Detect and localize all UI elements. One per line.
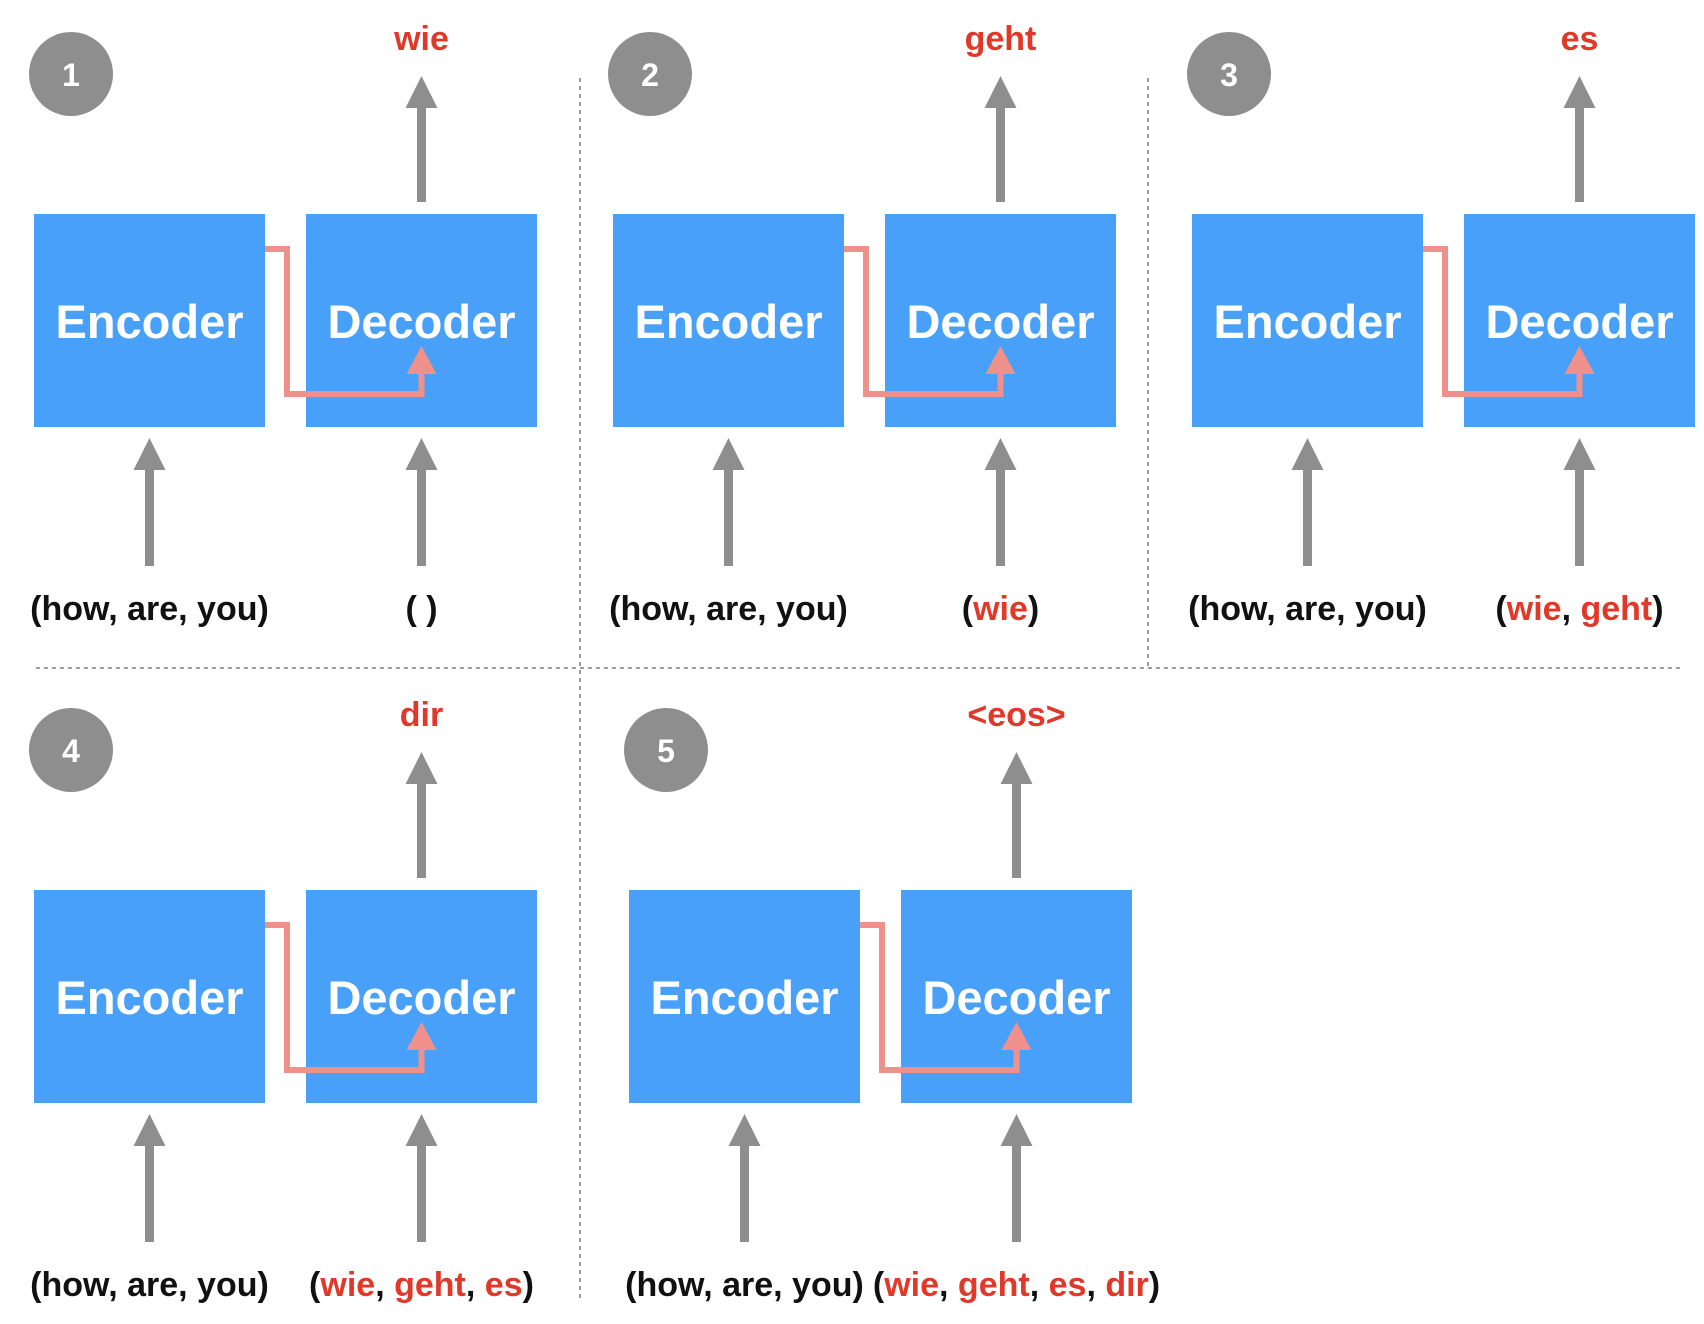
decoder-label: Decoder (327, 295, 515, 348)
output-arrow (405, 76, 438, 202)
open-paren: ( (405, 590, 417, 628)
output-token: dir (400, 696, 443, 734)
output-token: wie (393, 20, 449, 58)
encoder-input-sequence: (how, are, you) (1188, 590, 1427, 628)
decoder-input-sequence: (wie, geht) (1495, 590, 1663, 628)
decoder-input-arrow (1000, 1114, 1033, 1242)
output-arrow (405, 752, 438, 878)
decoder-input-token: geht (958, 1266, 1030, 1304)
encoder-input-sequence: (how, are, you) (625, 1266, 864, 1304)
decoder-input-sequence: (wie, geht, es, dir) (873, 1266, 1160, 1304)
decoder-input-sequence: ( ) (405, 590, 437, 628)
encoder-label: Encoder (634, 295, 822, 348)
output-arrow (984, 76, 1017, 202)
encoder-label: Encoder (55, 971, 243, 1024)
encoder-box: Encoder (629, 890, 860, 1103)
encoder-box: Encoder (34, 890, 265, 1103)
decoder-input-arrow (405, 438, 438, 566)
step-number: 3 (1220, 57, 1238, 93)
context-arrow (860, 922, 1032, 1073)
close-paren: ) (1149, 1266, 1160, 1304)
decoder-label: Decoder (922, 971, 1110, 1024)
encoder-box: Encoder (613, 214, 844, 427)
open-paren: ( (1495, 590, 1507, 628)
decoder-label: Decoder (906, 295, 1094, 348)
decoder-input-sequence: (wie, geht, es) (309, 1266, 534, 1304)
encoder-box: Encoder (1192, 214, 1423, 427)
close-paren: ) (417, 590, 438, 628)
encoder-input-sequence: (how, are, you) (609, 590, 848, 628)
encoder-input-sequence: (how, are, you) (30, 1266, 269, 1304)
output-arrow (1563, 76, 1596, 202)
decoder-input-token: wie (972, 590, 1028, 628)
open-paren: ( (962, 590, 974, 628)
encoder-label: Encoder (55, 295, 243, 348)
close-paren: ) (1028, 590, 1039, 628)
step-number-badge: 2 (608, 32, 692, 116)
dividers (36, 78, 1680, 1300)
context-arrow (265, 246, 437, 397)
encoder-input-sequence: (how, are, you) (30, 590, 269, 628)
decoder-input-token: dir (1105, 1266, 1148, 1304)
step-number: 2 (641, 57, 659, 93)
output-token: es (1561, 20, 1599, 58)
output-arrow (1000, 752, 1033, 878)
comma: , (466, 1266, 485, 1304)
decoder-input-token: wie (883, 1266, 939, 1304)
encoder-box: Encoder (34, 214, 265, 427)
encoder-input-arrow (133, 1114, 166, 1242)
step-number-badge: 4 (29, 708, 113, 792)
context-arrow (1423, 246, 1595, 397)
decoder-label: Decoder (1485, 295, 1673, 348)
open-paren: ( (873, 1266, 885, 1304)
comma: , (1030, 1266, 1049, 1304)
close-paren: ) (523, 1266, 534, 1304)
comma: , (1086, 1266, 1105, 1304)
decoder-input-token: es (1049, 1266, 1087, 1304)
decoder-input-arrow (1563, 438, 1596, 566)
step-5-panel: 5 <eos> Encoder Decoder (how, are, you)(wie,… (624, 696, 1160, 1304)
step-number: 5 (657, 733, 675, 769)
step-number-badge: 3 (1187, 32, 1271, 116)
decoder-input-arrow (405, 1114, 438, 1242)
decoder-input-sequence: (wie) (962, 590, 1039, 628)
encoder-input-arrow (728, 1114, 761, 1242)
context-arrow (844, 246, 1016, 397)
decoder-label: Decoder (327, 971, 515, 1024)
encoder-input-arrow (133, 438, 166, 566)
step-number-badge: 5 (624, 708, 708, 792)
encoder-label: Encoder (1213, 295, 1401, 348)
output-token: <eos> (967, 696, 1065, 734)
comma: , (939, 1266, 958, 1304)
encoder-label: Encoder (650, 971, 838, 1024)
decoder-input-token: es (485, 1266, 523, 1304)
comma: , (375, 1266, 394, 1304)
output-token: geht (965, 20, 1037, 58)
decoder-input-token: geht (1580, 590, 1652, 628)
step-number: 1 (62, 57, 80, 93)
encoder-input-arrow (712, 438, 745, 566)
decoder-input-token: geht (394, 1266, 466, 1304)
open-paren: ( (309, 1266, 321, 1304)
encoder-input-arrow (1291, 438, 1324, 566)
context-arrow (265, 922, 437, 1073)
decoder-input-token: wie (1506, 590, 1562, 628)
comma: , (1562, 590, 1581, 628)
step-number: 4 (62, 733, 80, 769)
close-paren: ) (1652, 590, 1663, 628)
step-number-badge: 1 (29, 32, 113, 116)
decoder-input-arrow (984, 438, 1017, 566)
decoder-input-token: wie (319, 1266, 375, 1304)
